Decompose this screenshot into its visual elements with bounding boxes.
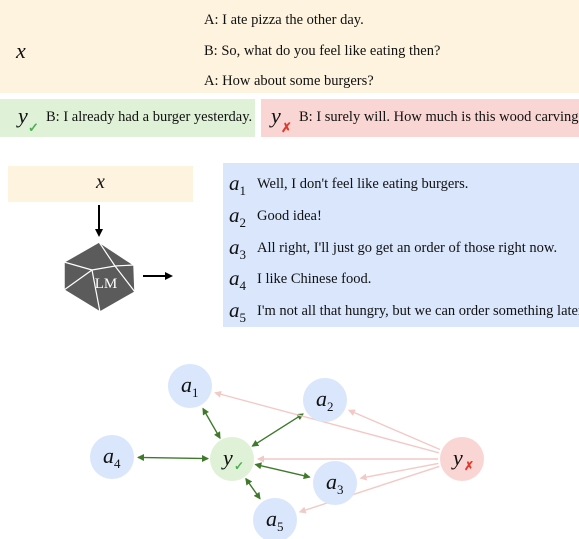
- good-response-text: B: I already had a burger yesterday.: [46, 109, 253, 125]
- graph-node-symbol: y: [451, 445, 463, 470]
- bad-response: y ✗ B: I surely will. How much is this w…: [261, 99, 579, 137]
- good-response-symbol: y: [18, 103, 28, 128]
- graph-edge-ygood-a1: [202, 407, 221, 440]
- alternative-text: I like Chinese food.: [257, 271, 372, 287]
- alternative-symbol: a: [229, 298, 240, 322]
- graph-node-symbol: a: [326, 469, 337, 494]
- good-response: y ✓ B: I already had a burger yesterday.: [0, 99, 255, 137]
- input-box: x: [8, 166, 193, 202]
- graph-node-index: 2: [327, 399, 334, 414]
- graph-node-symbol: a: [181, 372, 192, 397]
- graph-node-index: 5: [277, 519, 284, 534]
- graph-edge-ygood-a4: [136, 454, 210, 462]
- graph-node-ygood: y✓: [210, 437, 254, 481]
- graph-node-index: 1: [192, 385, 199, 400]
- alternative-symbol: a: [229, 203, 240, 227]
- graph-node-circle: [210, 437, 254, 481]
- context-variable: x: [16, 38, 26, 63]
- check-icon: ✓: [28, 120, 39, 135]
- graph-node-circle: [313, 461, 357, 505]
- graph-node-ybad: y✗: [440, 437, 484, 481]
- alternative-text: All right, I'll just go get an order of …: [257, 240, 558, 256]
- alternatives-list: a1 Well, I don't feel like eating burger…: [223, 163, 579, 327]
- graph-node-index: 3: [337, 482, 344, 497]
- alternative-text: I'm not all that hungry, but we can orde…: [257, 303, 579, 319]
- alternative-symbol: a: [229, 171, 240, 195]
- alternative-symbol: a: [229, 266, 240, 290]
- graph-node-symbol: a: [103, 443, 114, 468]
- dialogue-context: x A: I ate pizza the other day. B: So, w…: [0, 0, 579, 93]
- context-line-3: A: How about some burgers?: [204, 73, 374, 89]
- alternative-item-4: a4 I like Chinese food.: [223, 262, 579, 294]
- graph-node-circle: [168, 364, 212, 408]
- graph-node-symbol: a: [266, 506, 277, 531]
- model-label: LM: [95, 276, 118, 292]
- graph-node-index: 4: [114, 456, 121, 471]
- alternative-index: 3: [239, 247, 247, 263]
- graph-node-symbol: y: [221, 445, 233, 470]
- graph-edge-ygood-a5: [245, 477, 261, 500]
- alternative-text: Good idea!: [257, 208, 322, 224]
- alternative-item-2: a2 Good idea!: [223, 199, 579, 231]
- alternative-index: 5: [239, 310, 247, 326]
- graph-edge-ybad-a3: [359, 462, 439, 481]
- alternative-text: Well, I don't feel like eating burgers.: [257, 176, 469, 192]
- alternative-index: 1: [239, 183, 247, 199]
- alternative-item-5: a5 I'm not all that hungry, but we can o…: [223, 294, 579, 326]
- graph-edge-ygood-a2: [251, 413, 304, 447]
- cross-icon: ✗: [281, 120, 292, 135]
- bad-response-text: B: I surely will. How much is this wood …: [299, 109, 579, 125]
- graph-edges: [136, 390, 441, 514]
- graph-edge-ybad-a5: [298, 465, 440, 514]
- bad-response-symbol: y: [271, 103, 281, 128]
- cross-icon: ✗: [464, 459, 474, 473]
- context-line-2: B: So, what do you feel like eating then…: [204, 43, 441, 59]
- graph-node-circle: [90, 435, 134, 479]
- alternative-item-1: a1 Well, I don't feel like eating burger…: [223, 167, 579, 199]
- alternative-index: 2: [239, 215, 247, 231]
- alternative-item-3: a3 All right, I'll just go get an order …: [223, 231, 579, 263]
- graph-edge-ybad-a1: [214, 390, 440, 454]
- context-line-1: A: I ate pizza the other day.: [204, 12, 364, 28]
- graph-node-circle: [303, 378, 347, 422]
- alternative-symbol: a: [229, 235, 240, 259]
- graph-node-circle: [253, 498, 297, 539]
- graph-node-symbol: a: [316, 386, 327, 411]
- input-variable: x: [96, 171, 105, 193]
- graph-node-circle: [440, 437, 484, 481]
- alternative-index: 4: [239, 278, 247, 294]
- graph-edge-ybad-a2: [347, 409, 441, 451]
- graph-edge-ygood-a3: [254, 462, 311, 480]
- language-model-icon: LM: [63, 241, 136, 313]
- check-icon: ✓: [234, 459, 244, 473]
